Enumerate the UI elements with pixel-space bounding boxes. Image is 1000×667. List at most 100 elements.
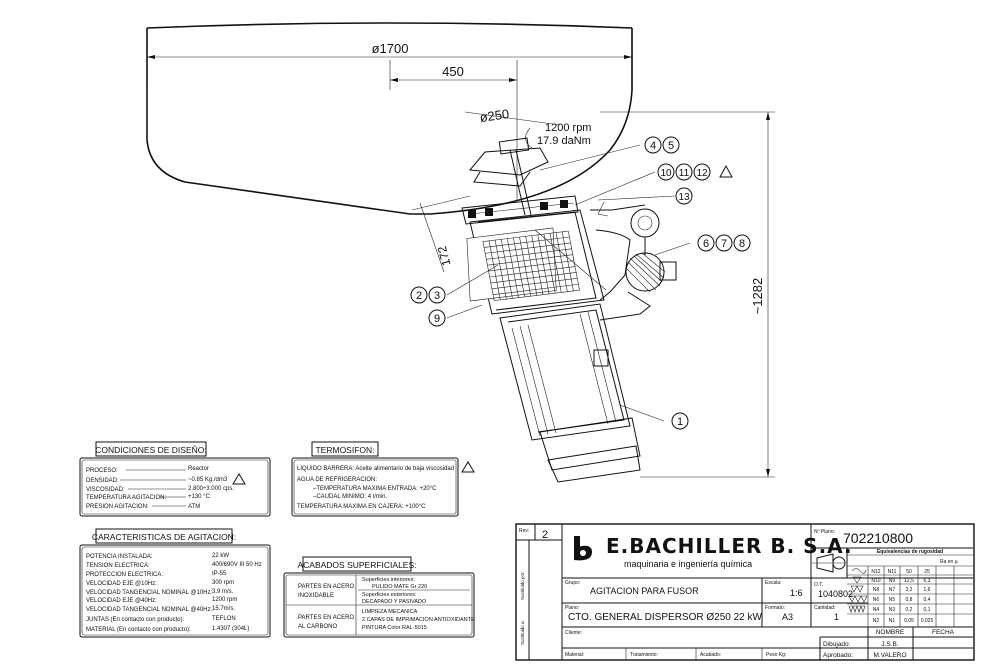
thermosiphon-gauge bbox=[630, 208, 660, 238]
cantidad-value: 1 bbox=[834, 612, 839, 622]
mesh-line bbox=[486, 248, 572, 260]
agitation-row-value: IP-55 bbox=[212, 571, 227, 577]
agitation-row-label: VELOCIDAD EJE @10Hz: bbox=[86, 581, 157, 587]
aprobado-value: M.VALERO bbox=[873, 652, 906, 659]
balloon-5: 5 bbox=[668, 140, 674, 152]
rev-label: Rev: bbox=[519, 528, 529, 534]
roughness-cell: N1 bbox=[889, 618, 896, 624]
dibujado-value: J.S.B. bbox=[881, 641, 899, 648]
mesh-line bbox=[482, 230, 569, 242]
thermosiphon-title: TERMOSIFON: bbox=[315, 445, 374, 455]
finishes-panel: ACABADOS SUPERFICIALES: PARTES EN ACERO … bbox=[283, 556, 475, 638]
roughness-cell: N8 bbox=[873, 587, 880, 593]
roughness-cell: N12 bbox=[871, 569, 880, 575]
grupo-value: AGITACION PARA FUSOR bbox=[590, 586, 699, 596]
sustituido-por-label: Sustituido por: bbox=[520, 571, 525, 600]
agitation-row-value: 22 kW bbox=[212, 553, 229, 559]
roughness-cell: 0,8 bbox=[906, 597, 913, 603]
mesh-line bbox=[490, 272, 577, 284]
finish-line: PULIDO MATE Gr 220 bbox=[372, 584, 427, 590]
roughness-cell: N4 bbox=[873, 607, 880, 613]
material-label: Material: bbox=[565, 652, 584, 658]
warning-icon bbox=[232, 473, 246, 485]
roughness-cell: N7 bbox=[889, 587, 896, 593]
agitation-row-value: 300 rpm bbox=[212, 580, 234, 586]
cooling-pipe bbox=[590, 204, 646, 301]
thermosiphon-panel: TERMOSIFON: LIQUIDO BARRERA: Aceite alim… bbox=[291, 441, 475, 517]
roughness-cell: 0,1 bbox=[924, 607, 931, 613]
vessel-outline bbox=[146, 22, 633, 29]
dim-offset: 450 bbox=[442, 64, 464, 79]
roughness-cell: N9 bbox=[889, 578, 896, 584]
plano-desc-value: CTO. GENERAL DISPERSOR Ø250 22 kW bbox=[568, 612, 763, 623]
dibujado-label: Dibujado: bbox=[823, 641, 851, 648]
roughness-cell: 50 bbox=[906, 569, 912, 575]
agitator-drawing: ø1700 450 ø250 1200 rpm 17.9 daNm bbox=[146, 22, 775, 483]
acabado-label: Acabado: bbox=[700, 652, 721, 658]
agitation-row-value: 3.9 m/s. bbox=[212, 589, 234, 595]
title-block: Rev: 2 Sustituido a: Sustituido por: E.B… bbox=[515, 523, 975, 661]
balloon-11: 11 bbox=[679, 168, 690, 179]
agitation-row-value: TEFLON bbox=[212, 616, 236, 622]
ot-label: O.T. bbox=[814, 582, 823, 588]
agitation-row-label: TENSION ELECTRICA: bbox=[86, 563, 150, 569]
roughness-cell: 0,2 bbox=[906, 607, 913, 613]
mesh-line bbox=[491, 278, 578, 290]
company-name: E.BACHILLER B. S.A. bbox=[606, 534, 853, 558]
finish-line: 2 CAPAS DE IMPRIMACION ANTIOXIDANTE bbox=[362, 617, 475, 623]
escala-value: 1:6 bbox=[790, 588, 803, 598]
agitation-row-label: VELOCIDAD TANGENCIAL NOMINAL @40Hz: bbox=[86, 607, 212, 613]
warning-icon bbox=[461, 461, 475, 473]
agitation-row-value: 1200 rpm bbox=[212, 597, 237, 603]
mesh-line bbox=[484, 236, 570, 248]
plano-number: 702210800 bbox=[843, 530, 913, 546]
agitation-row-label: POTENCIA INSTALADA: bbox=[86, 554, 153, 560]
roughness-cell: 0,025 bbox=[921, 618, 934, 624]
balloon-4: 4 bbox=[650, 140, 656, 152]
balloon-6: 6 bbox=[703, 238, 709, 250]
finish-line: Superficies interiores: bbox=[362, 577, 415, 583]
dim-vessel-diameter: ø1700 bbox=[372, 41, 409, 56]
aprobado-label: Aprobado: bbox=[823, 652, 853, 659]
design-row-value: Reactor bbox=[188, 466, 209, 472]
mesh-line bbox=[489, 266, 576, 278]
formato-value: A3 bbox=[782, 612, 793, 622]
roughness-cell: 25 bbox=[924, 569, 930, 575]
roughness-cell: 12,5 bbox=[904, 578, 914, 584]
roughness-table: Equivalencias de rugosidad Ra en µ N12 N… bbox=[847, 549, 973, 627]
cantidad-label: Cantidad: bbox=[814, 605, 835, 611]
balloon-1: 1 bbox=[677, 416, 683, 428]
thermosiphon-line: –CAUDAL MINIMO: 4 l/min. bbox=[313, 494, 387, 500]
balloon-9: 9 bbox=[434, 313, 440, 325]
mesh-line bbox=[485, 242, 571, 254]
surface-symbol-icon bbox=[848, 568, 868, 613]
mesh-line bbox=[493, 283, 579, 296]
speed-label: 1200 rpm bbox=[545, 122, 591, 134]
design-row-value: ~0.85 Kg./dm3 bbox=[188, 477, 228, 483]
grupo-label: Grupo: bbox=[565, 580, 580, 586]
roughness-cell: 0,05 bbox=[904, 618, 914, 624]
projection-symbol-icon bbox=[812, 553, 846, 573]
roughness-cell: N5 bbox=[889, 597, 896, 603]
motor-fan-cover bbox=[539, 417, 641, 471]
balloon-12: 12 bbox=[696, 168, 708, 179]
roughness-cell: 6,3 bbox=[924, 578, 931, 584]
roughness-cell: 1,6 bbox=[924, 587, 931, 593]
dim-disk-diameter: ø250 bbox=[479, 106, 510, 125]
roughness-cell: N6 bbox=[873, 597, 880, 603]
motor-body bbox=[499, 303, 631, 441]
dim-height-total: ~1282 bbox=[750, 278, 765, 315]
balloon-13: 13 bbox=[678, 192, 690, 203]
roughness-cell: N11 bbox=[888, 569, 897, 575]
fecha-label: FECHA bbox=[932, 629, 955, 636]
design-row-label: TEMPERATURA AGITACION: bbox=[86, 495, 166, 501]
finish-label: PARTES EN ACERO bbox=[298, 615, 354, 621]
roughness-cell: N10 bbox=[871, 578, 880, 584]
agitation-row-value: 1.4307 (304L) bbox=[212, 626, 249, 632]
agitation-panel: CARACTERISTICAS DE AGITACION: POTENCIA I… bbox=[79, 528, 271, 638]
escala-label: Escala: bbox=[765, 580, 781, 586]
formato-label: Formato: bbox=[765, 605, 785, 611]
design-conditions-title: CONDICIONES DE DISEÑO: bbox=[95, 445, 206, 455]
rev-value: 2 bbox=[542, 529, 548, 541]
